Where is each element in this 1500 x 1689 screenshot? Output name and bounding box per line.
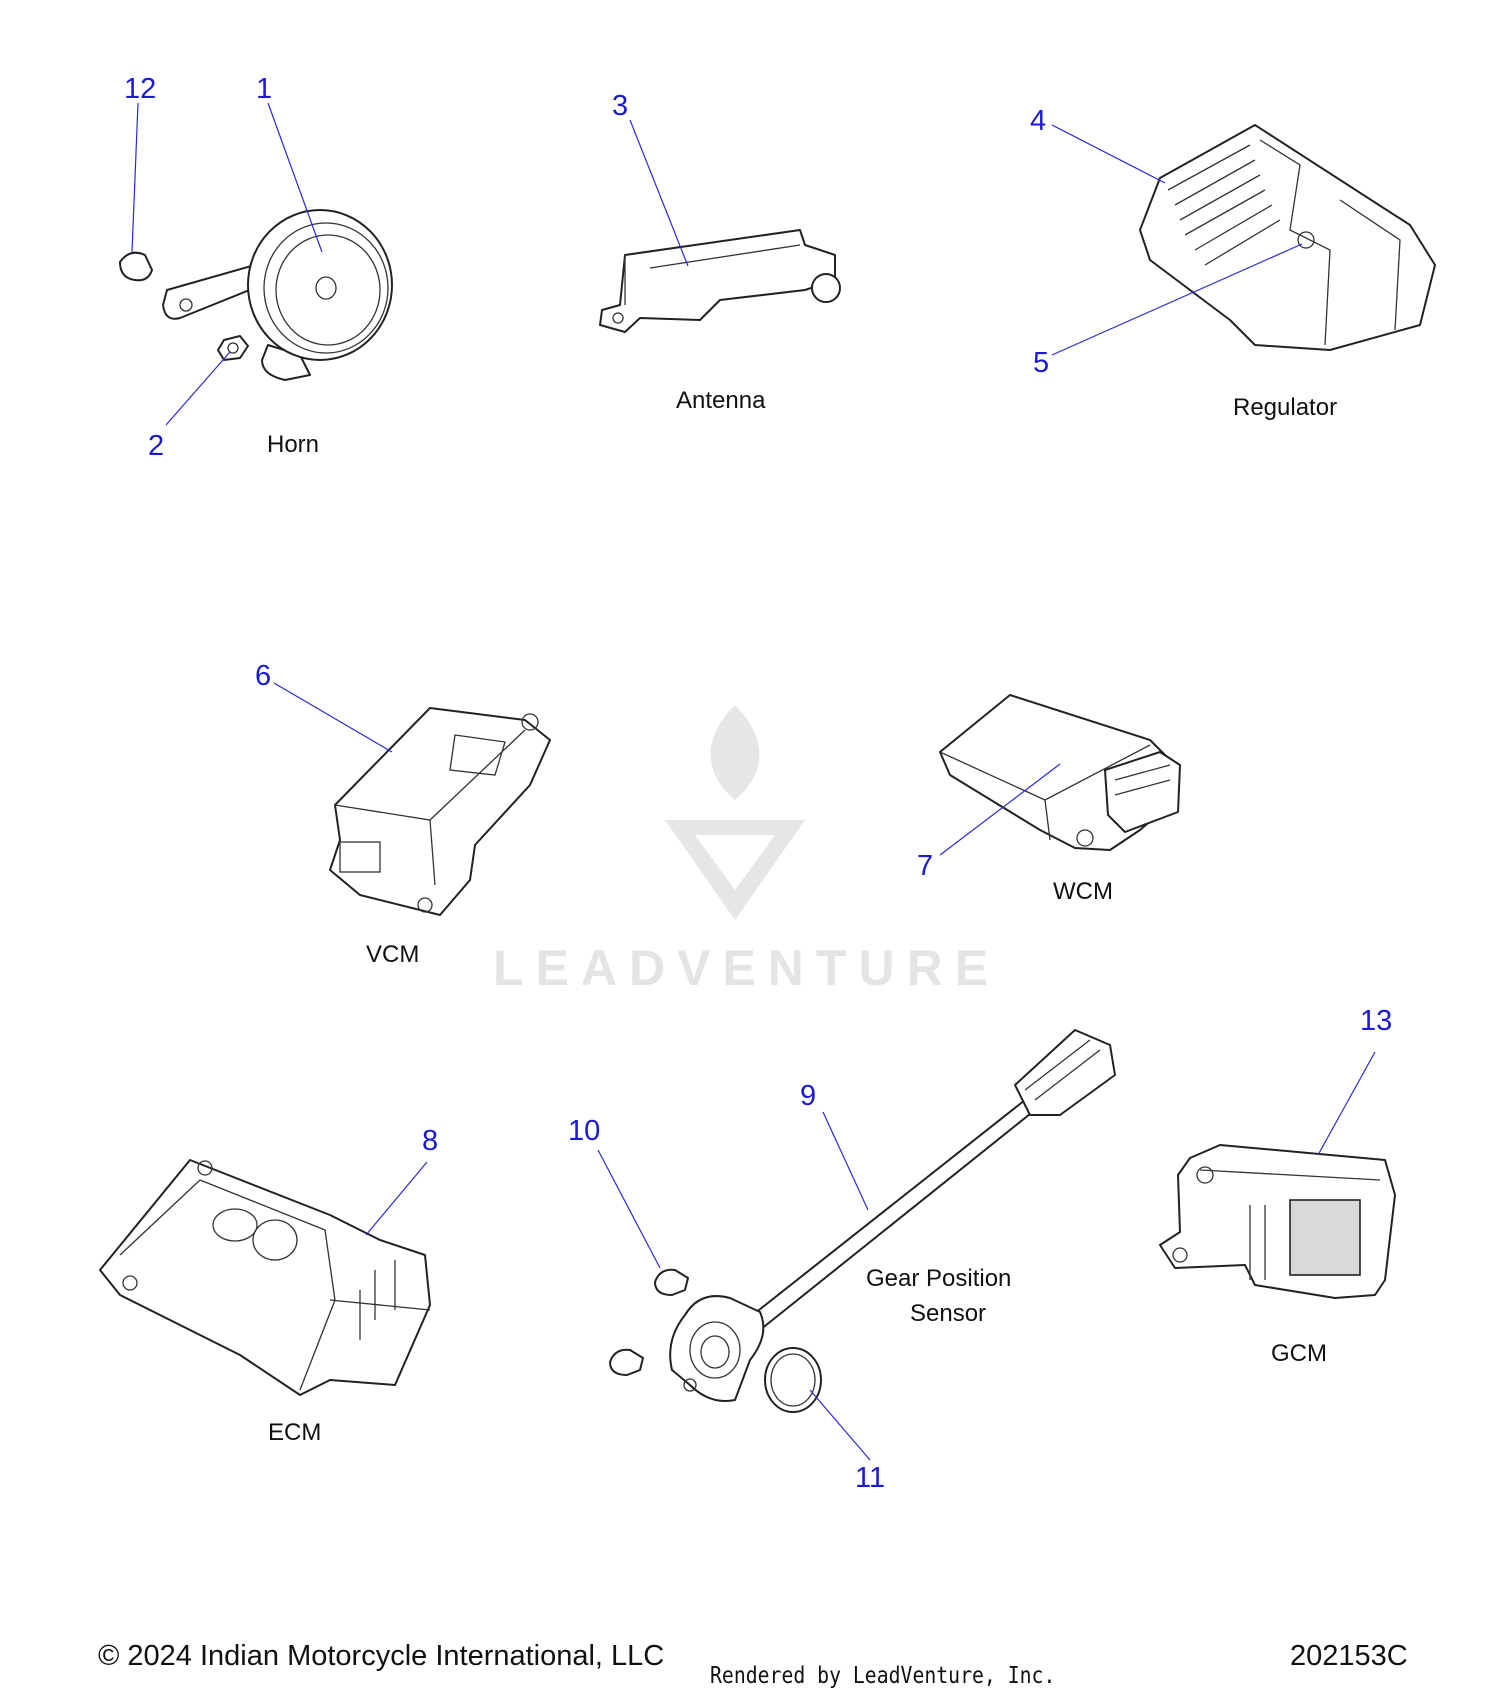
callout-4: 4 <box>1030 105 1046 137</box>
callout-2: 2 <box>148 430 164 462</box>
gear-position-sensor-illustration <box>609 1029 1116 1413</box>
wcm-illustration <box>939 694 1181 851</box>
label-ecm: ECM <box>268 1419 321 1446</box>
callout-9: 9 <box>800 1080 816 1112</box>
callout-7: 7 <box>917 850 933 882</box>
leader-4 <box>1051 124 1166 184</box>
horn-illustration <box>119 209 393 381</box>
label-gear-position: Gear Position <box>866 1265 1011 1292</box>
watermark-text: LEADVENTURE <box>493 940 1000 996</box>
leader-6 <box>273 682 393 753</box>
label-antenna: Antenna <box>676 387 766 414</box>
footer-copyright: © 2024 Indian Motorcycle International, … <box>98 1640 665 1672</box>
leader-7 <box>939 763 1061 856</box>
label-sensor: Sensor <box>910 1300 986 1327</box>
leader-11 <box>809 1389 871 1461</box>
callout-6: 6 <box>255 660 271 692</box>
label-horn: Horn <box>267 431 319 458</box>
leadventure-watermark-logo <box>665 705 805 920</box>
label-regulator: Regulator <box>1233 394 1337 421</box>
leader-10 <box>597 1149 661 1269</box>
label-wcm: WCM <box>1053 878 1113 905</box>
callout-8: 8 <box>422 1125 438 1157</box>
callout-1: 1 <box>256 73 272 105</box>
callout-10: 10 <box>568 1115 600 1147</box>
label-gcm: GCM <box>1271 1340 1327 1367</box>
label-vcm: VCM <box>366 941 419 968</box>
footer-rendered-by: Rendered by LeadVenture, Inc. <box>710 1663 1056 1689</box>
leader-9 <box>822 1111 869 1211</box>
footer-diagram-code: 202153C <box>1290 1640 1408 1672</box>
vcm-illustration <box>329 707 551 916</box>
leader-3 <box>629 119 689 267</box>
callout-11: 11 <box>855 1462 885 1494</box>
ecm-illustration <box>99 1159 431 1396</box>
callout-5: 5 <box>1033 347 1049 379</box>
leader-2 <box>165 351 231 426</box>
leader-5 <box>1051 243 1303 356</box>
callout-13: 13 <box>1360 1005 1392 1037</box>
regulator-illustration <box>1139 124 1436 351</box>
leader-13 <box>1317 1051 1376 1156</box>
leader-12 <box>131 102 139 253</box>
callout-12: 12 <box>124 73 156 105</box>
callout-3: 3 <box>612 90 628 122</box>
antenna-illustration <box>599 229 841 333</box>
leader-1 <box>267 102 323 253</box>
leader-8 <box>365 1161 428 1236</box>
gcm-illustration <box>1159 1144 1396 1299</box>
